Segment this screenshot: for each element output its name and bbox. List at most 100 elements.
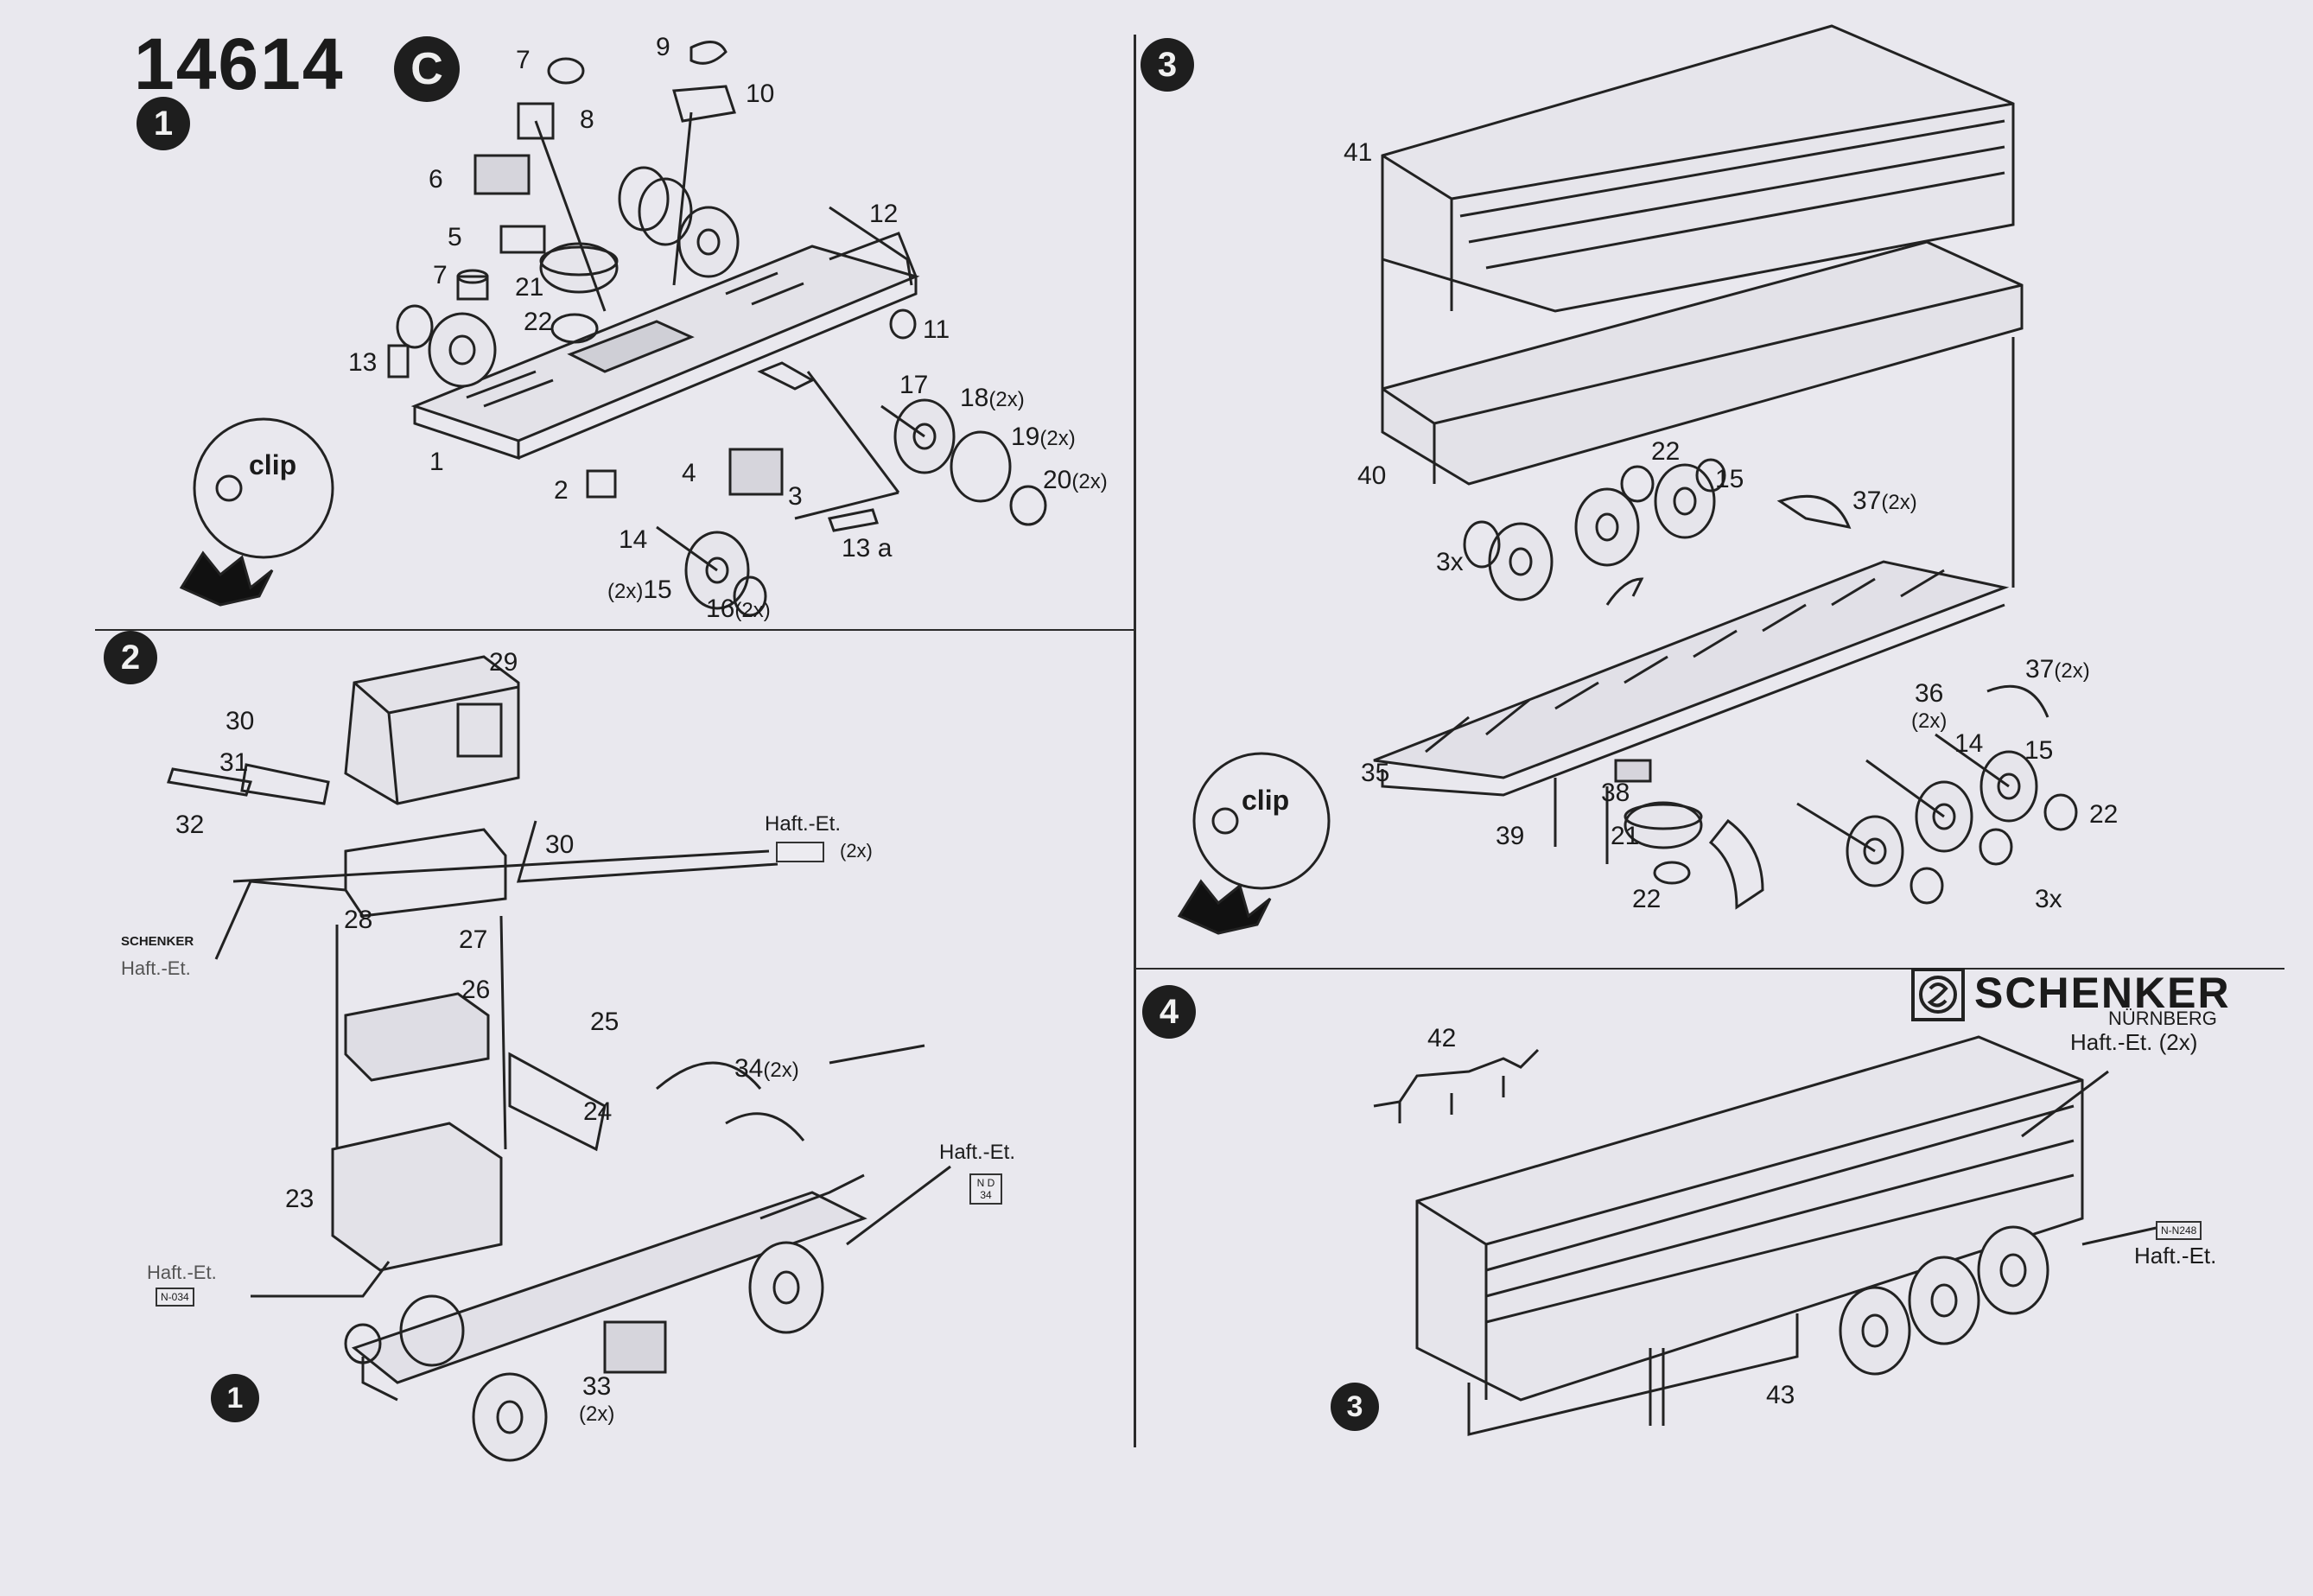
step4-trailer-drawing — [1373, 1035, 2161, 1436]
step-2-badge: 2 — [104, 631, 157, 684]
part-label-9: 9 — [656, 33, 670, 61]
part-label-30b: 30 — [545, 830, 575, 859]
part-label-42: 42 — [1427, 1024, 1457, 1052]
part-label-36: 36(2x) — [1911, 681, 1947, 733]
part-label-18: 18(2x) — [960, 385, 1025, 411]
part-number: 16 — [706, 595, 735, 623]
part-label-23: 23 — [285, 1185, 315, 1213]
multiplier: (2x) — [1071, 470, 1108, 493]
part-number: 15 — [643, 575, 672, 604]
decal-box-n034: N-034 — [156, 1288, 194, 1307]
part-label-27: 27 — [459, 925, 488, 954]
part-label-29: 29 — [489, 648, 518, 677]
part-number: 34 — [734, 1054, 764, 1083]
part-label-30a: 30 — [226, 707, 255, 735]
part-label-15-top: 15 — [1715, 465, 1744, 493]
multiplier: (2x) — [1881, 491, 1917, 514]
part-label-5: 5 — [448, 223, 462, 251]
step-4-badge: 4 — [1142, 985, 1196, 1039]
multiplier-3x-top: 3x — [1436, 548, 1464, 576]
kit-number: 14614 — [134, 23, 345, 105]
horizontal-divider-right — [1135, 968, 2284, 970]
part-label-15: (2x)15 — [607, 577, 672, 603]
part-label-8: 8 — [580, 105, 594, 134]
decal-label-front: Haft.-Et. — [147, 1262, 217, 1283]
clip-label-step1: clip — [249, 449, 297, 480]
part-label-25: 25 — [590, 1008, 620, 1036]
part-number: 33 — [581, 1372, 612, 1401]
multiplier: (2x) — [763, 1059, 799, 1082]
part-label-21: 21 — [515, 273, 544, 302]
part-label-22: 22 — [524, 308, 553, 336]
part-label-2: 2 — [554, 476, 569, 505]
part-label-41: 41 — [1344, 138, 1373, 167]
horizontal-divider-left — [95, 629, 1134, 631]
schenker-logo-icon — [1911, 968, 1965, 1021]
part-label-32: 32 — [175, 811, 205, 839]
multiplier: (2x) — [2054, 659, 2090, 683]
clip-label-step3: clip — [1242, 785, 1290, 816]
step-ref-3-badge: 3 — [1331, 1383, 1379, 1431]
part-label-6: 6 — [429, 165, 443, 194]
part-label-39: 39 — [1496, 822, 1525, 850]
multiplier-3x-bottom: 3x — [2035, 885, 2062, 913]
part-label-21: 21 — [1611, 822, 1640, 850]
part-label-20: 20(2x) — [1043, 467, 1108, 493]
part-number: 20 — [1043, 466, 1072, 494]
part-label-7a: 7 — [516, 46, 531, 74]
variant-badge: C — [394, 36, 460, 102]
part-label-14: 14 — [619, 525, 648, 554]
step1-wheels — [396, 166, 1047, 617]
step2-cab-drawing — [167, 655, 951, 1462]
part-label-37b: 37(2x) — [2025, 657, 2090, 683]
step3-trailer-drawing — [1177, 24, 2078, 935]
part-number: 37 — [2025, 655, 2055, 684]
step-ref-1-badge: 1 — [211, 1374, 259, 1422]
part-number: 36 — [1914, 679, 1944, 708]
part-label-1: 1 — [429, 448, 444, 476]
part-label-13a: 13 a — [842, 534, 893, 563]
step1-small-parts — [387, 41, 925, 1065]
step1-clip-callout — [179, 417, 334, 607]
decal-mult-cab: (2x) — [840, 840, 873, 862]
part-label-28: 28 — [344, 906, 373, 934]
brand-city: NÜRNBERG — [2108, 1008, 2217, 1029]
step-1-badge: 1 — [137, 97, 190, 150]
part-label-35: 35 — [1361, 759, 1390, 787]
part-label-19: 19(2x) — [1011, 424, 1076, 450]
part-label-14: 14 — [1954, 729, 1984, 758]
brand-decal-note: Haft.-Et. (2x) — [2070, 1029, 2198, 1055]
part-label-22-top: 22 — [1651, 437, 1681, 466]
part-label-33: 33(2x) — [579, 1374, 614, 1426]
part-label-22-bottom: 22 — [1632, 885, 1662, 913]
part-number: 19 — [1011, 423, 1040, 451]
step1-chassis-drawing — [410, 206, 920, 461]
part-label-3: 3 — [788, 482, 803, 511]
part-label-13: 13 — [348, 348, 378, 377]
decal-box-cab — [776, 842, 824, 862]
part-label-17: 17 — [899, 371, 929, 399]
multiplier: (2x) — [579, 1402, 615, 1426]
decal-box-nd34: N D 34 — [969, 1173, 1002, 1205]
decal-schenker-small: SCHENKER — [121, 934, 194, 949]
part-label-7b: 7 — [433, 261, 448, 289]
part-label-38: 38 — [1601, 779, 1630, 807]
part-number: 18 — [960, 384, 989, 412]
schenker-brand: SCHENKER — [1974, 969, 2231, 1017]
decal-label-rear: Haft.-Et. — [939, 1141, 1016, 1164]
part-label-22-right: 22 — [2089, 800, 2119, 829]
multiplier: (2x) — [988, 388, 1025, 411]
multiplier: (2x) — [607, 580, 644, 603]
part-label-15-right: 15 — [2024, 736, 2054, 765]
vertical-divider — [1134, 35, 1136, 1447]
part-label-34: 34(2x) — [734, 1056, 799, 1082]
part-label-12: 12 — [869, 200, 899, 228]
decal-schenker-haft: Haft.-Et. — [121, 957, 191, 979]
part-label-37a: 37(2x) — [1852, 488, 1917, 514]
decal-box-n248: N-N248 — [2156, 1221, 2202, 1240]
part-label-24: 24 — [583, 1097, 613, 1126]
multiplier: (2x) — [1911, 709, 1948, 733]
part-label-11: 11 — [923, 315, 950, 344]
